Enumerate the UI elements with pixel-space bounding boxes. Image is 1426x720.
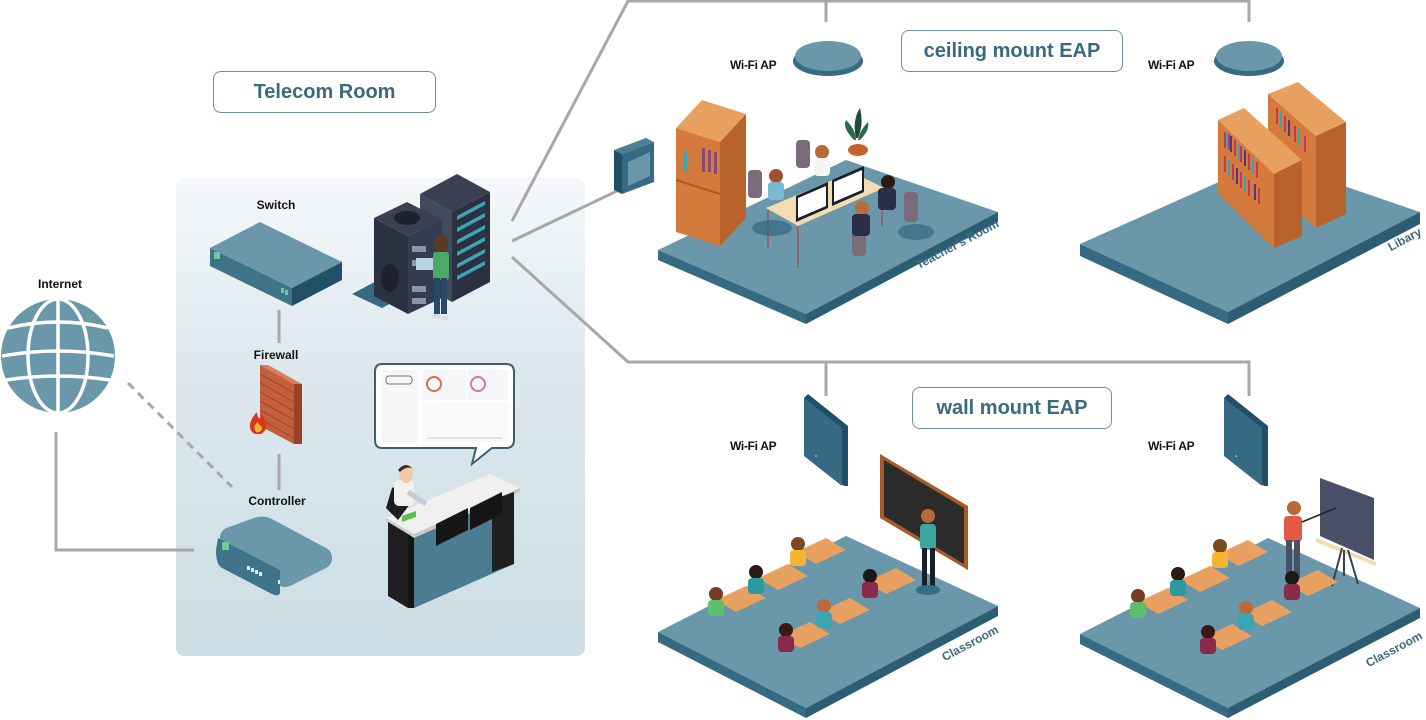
globe-icon	[1, 298, 115, 414]
ceiling-mount-title: ceiling mount EAP	[901, 30, 1123, 72]
controller-label: Controller	[248, 494, 306, 508]
teachers-room-scene	[658, 100, 998, 324]
server-ceiling-link	[510, 0, 1251, 222]
admin-workstation-icon	[386, 465, 520, 608]
ceiling-ap-2-icon	[1214, 41, 1284, 76]
library-scene	[1080, 82, 1420, 324]
firewall-icon	[249, 365, 302, 444]
server-wall-link	[510, 255, 1251, 396]
ceiling-ap-2-label: Wi-Fi AP	[1148, 58, 1195, 72]
switch-icon	[210, 222, 342, 306]
network-box-icon	[614, 138, 654, 194]
laptop-screen	[416, 258, 434, 270]
internet-controller-wireless-link	[126, 381, 234, 489]
switch-label: Switch	[256, 198, 296, 212]
firewall-label: Firewall	[253, 348, 299, 362]
controller-icon	[216, 516, 332, 596]
ceiling-ap-1-label: Wi-Fi AP	[730, 58, 777, 72]
server-teacher-link	[511, 189, 618, 243]
wall-ap-1-label: Wi-Fi AP	[730, 439, 777, 453]
telecom-room-title: Telecom Room	[213, 71, 436, 113]
wall-ap-1-icon	[804, 394, 848, 486]
ceiling-ap-1-icon	[793, 41, 863, 76]
wall-mount-title: wall mount EAP	[912, 387, 1112, 429]
classroom-1-scene	[658, 454, 998, 718]
wall-ap-2-label: Wi-Fi AP	[1148, 439, 1195, 453]
server-rack-icon	[352, 174, 490, 320]
dashboard-bubble-icon	[374, 363, 515, 466]
wall-ap-2-icon	[1224, 394, 1268, 486]
internet-controller-link	[54, 432, 194, 552]
internet-label: Internet	[37, 277, 82, 291]
classroom-2-scene	[1080, 478, 1420, 718]
